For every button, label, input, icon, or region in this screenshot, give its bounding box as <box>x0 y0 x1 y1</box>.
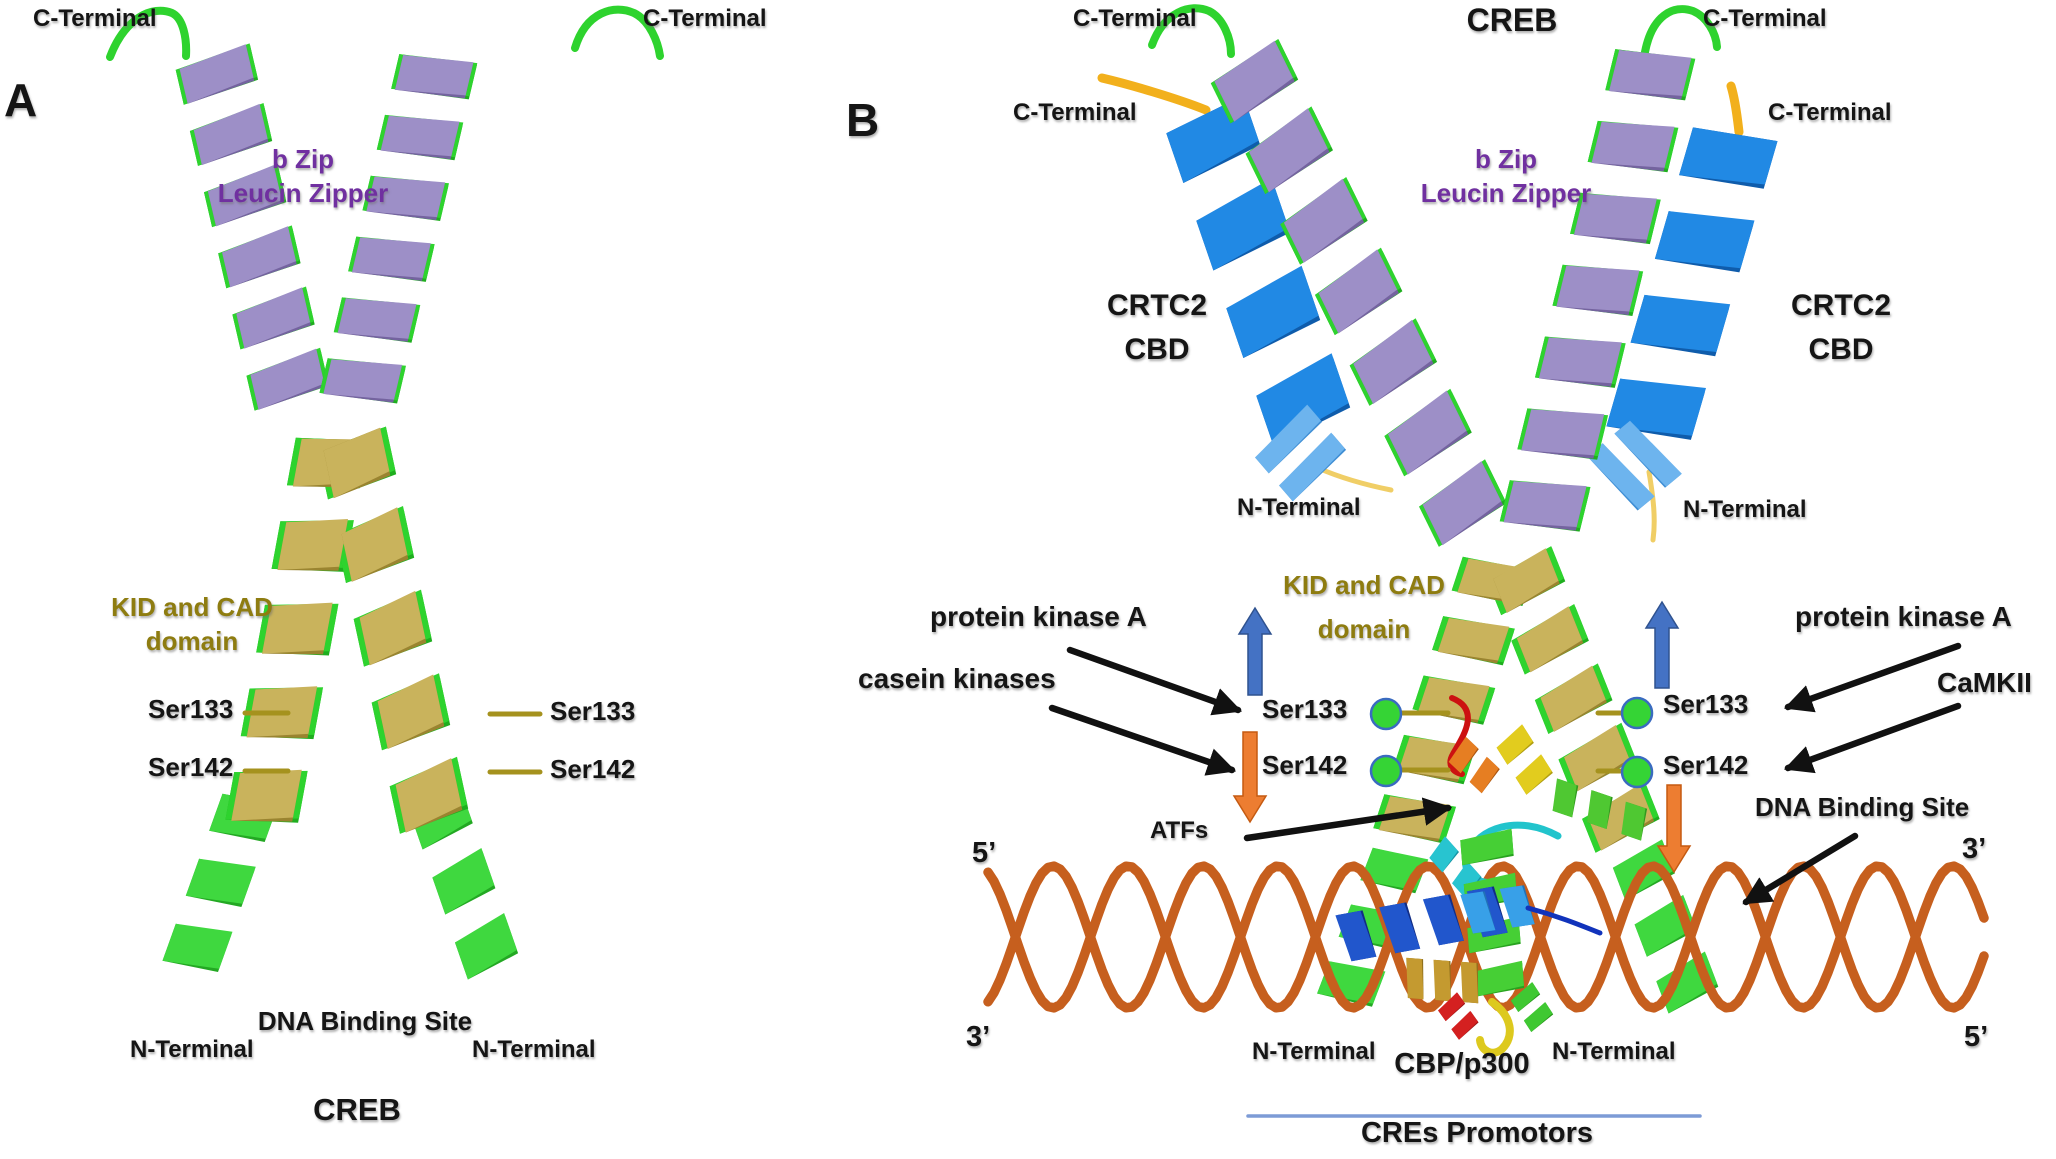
panel-a-kid-cad-label-line2: domain <box>145 626 239 656</box>
cres-promotors-label: CREs Promotors <box>1360 1117 1594 1149</box>
casein-kinases-label: casein kinases <box>858 663 1056 694</box>
annotation-arrows <box>1048 642 1962 906</box>
five-prime-left-label: 5’ <box>972 837 997 869</box>
panel-b-c-terminal-creb-left-label: C-Terminal <box>1073 5 1197 32</box>
panel-a-n-terminal-left-label: N-Terminal <box>130 1036 254 1063</box>
panel-b-kid-cad-label-line2: domain <box>1317 614 1411 644</box>
panel-a-ser-tick-lines <box>242 710 543 775</box>
panel-b-creb-title: CREB <box>1466 2 1558 38</box>
panel-b-dna-binding-site-label: DNA Binding Site <box>1755 792 1970 822</box>
panel-a-kid-cad-helices <box>225 426 469 834</box>
panel-b-kid-cad-helices <box>1373 546 1660 853</box>
panel-a-c-terminal-left-label: C-Terminal <box>33 5 157 32</box>
panel-b-bzip-label-line2: Leucin Zipper <box>1420 178 1592 208</box>
camkii-label: CaMKII <box>1937 667 2032 698</box>
panel-b-crtc2-right-label-line2: CBD <box>1808 333 1874 366</box>
panel-a-c-terminal-right-label: C-Terminal <box>643 5 767 32</box>
panel-b-ser133-right-label: Ser133 <box>1663 689 1749 719</box>
panel-a-c-terminal-tails <box>106 5 664 61</box>
cbp-p300-label: CBP/p300 <box>1394 1048 1530 1080</box>
protein-kinase-a-right-label: protein kinase A <box>1795 601 2012 632</box>
panel-b-ser142-left-label: Ser142 <box>1262 750 1348 780</box>
panel-b-crtc2-right-label-line1: CRTC2 <box>1790 289 1892 322</box>
panel-b-ser133-left-label: Ser133 <box>1262 694 1348 724</box>
panel-b-crtc2-left-label-line2: CBD <box>1124 333 1190 366</box>
kinase-direction-block-arrows <box>1232 600 1692 874</box>
three-prime-right-label: 3’ <box>1962 833 1987 865</box>
panel-b-ser-tick-lines <box>1399 710 1625 774</box>
panel-a-bzip-leucine-zipper-helices <box>175 43 478 411</box>
panel-a-ser133-left-label: Ser133 <box>148 694 234 724</box>
phosphorylation-site-circles <box>1369 696 1654 789</box>
panel-a-creb-label: CREB <box>313 1092 401 1127</box>
atfs-label: ATFs <box>1150 817 1209 844</box>
panel-b-n-terminal-left-label: N-Terminal <box>1252 1038 1376 1065</box>
panel-a-letter: A <box>4 74 38 126</box>
panel-b-terminal-tails <box>1097 4 1744 543</box>
panel-b-c-terminal-crtc2-left-label: C-Terminal <box>1013 99 1137 126</box>
panel-a-n-terminal-right-label: N-Terminal <box>472 1036 596 1063</box>
three-prime-left-label: 3’ <box>966 1021 991 1053</box>
panel-a-ser133-right-label: Ser133 <box>550 696 636 726</box>
panel-a-ser142-right-label: Ser142 <box>550 754 636 784</box>
panel-a-ser142-left-label: Ser142 <box>148 752 234 782</box>
panel-b-c-terminal-creb-right-label: C-Terminal <box>1703 5 1827 32</box>
panel-a-dna-binding-helices <box>162 785 519 980</box>
panel-b-crtc2-left-label-line1: CRTC2 <box>1106 289 1208 322</box>
panel-b-kid-cad-label-line1: KID and CAD <box>1283 570 1445 600</box>
panel-b-n-terminal-crtc2-right-label: N-Terminal <box>1683 496 1807 523</box>
panel-b-ser142-right-label: Ser142 <box>1663 750 1749 780</box>
panel-b-bzip-label-line1: b Zip <box>1474 144 1538 174</box>
panel-b-n-terminal-crtc2-left-label: N-Terminal <box>1237 494 1361 521</box>
protein-kinase-a-left-label: protein kinase A <box>930 601 1147 632</box>
panel-a-dna-binding-site-label: DNA Binding Site <box>257 1006 473 1036</box>
panel-b-bzip-leucine-zipper-helices <box>1210 39 1696 547</box>
panel-b-letter: B <box>846 94 880 146</box>
cbp-p300-rainbow-structure <box>1335 695 1648 1057</box>
panel-a-bzip-label-line2: Leucin Zipper <box>217 178 389 208</box>
panel-a-bzip-label-line1: b Zip <box>271 144 335 174</box>
panel-a-kid-cad-label-line1: KID and CAD <box>111 592 273 622</box>
panel-b-c-terminal-crtc2-right-label: C-Terminal <box>1768 99 1892 126</box>
panel-b-n-terminal-right-label: N-Terminal <box>1552 1038 1676 1065</box>
five-prime-right-label: 5’ <box>1964 1021 1989 1053</box>
